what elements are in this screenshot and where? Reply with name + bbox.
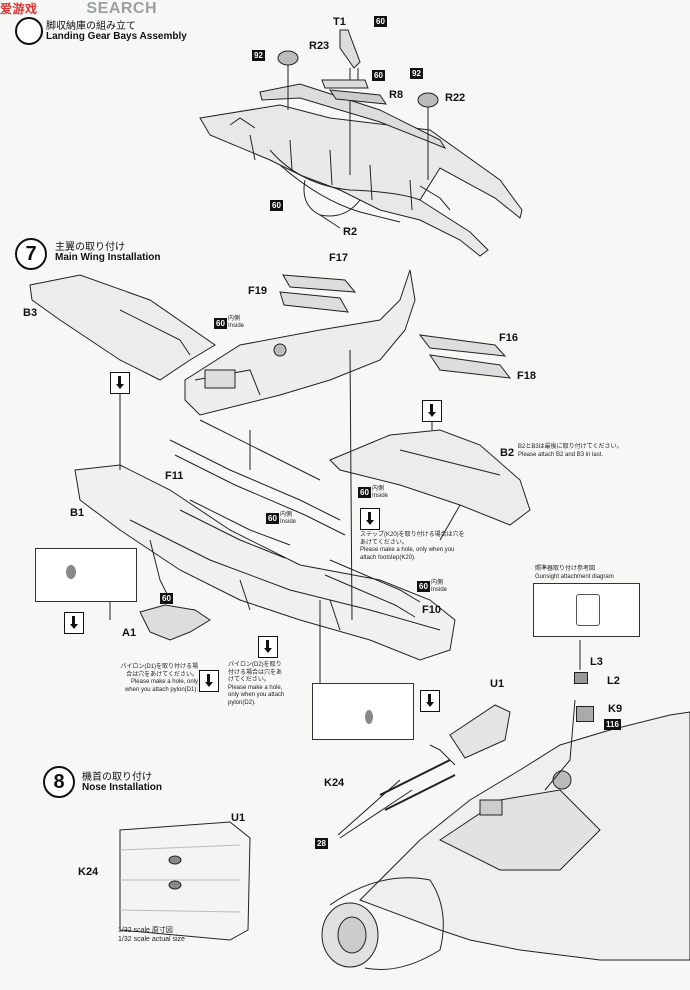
label-U1: U1: [231, 812, 246, 824]
gunsight-note-en: Gunsight attachment diagram: [535, 573, 614, 580]
label-U1: U1: [490, 678, 505, 690]
label-K9: K9: [608, 703, 623, 715]
pylon-detail-inset: [312, 683, 414, 740]
step8-number: 8: [43, 766, 75, 798]
step6-number: [15, 17, 43, 45]
inside-note-en: Inside: [280, 519, 297, 525]
d2-note-jp3: けてください。: [228, 677, 270, 683]
inside-note-en: Inside: [372, 493, 389, 499]
paint-code-92: 92: [410, 68, 423, 79]
step7-title-en: Main Wing Installation: [55, 252, 161, 263]
label-F19: F19: [248, 285, 267, 297]
paint-code-60: 60: [214, 318, 227, 329]
label-L2: L2: [607, 675, 620, 687]
paint-code-60: 60: [417, 581, 430, 592]
d2-note: パイロン(D2)を取り 付ける場合は穴をあ けてください。 Please mak…: [228, 662, 308, 707]
watermark: 爱游戏 SEARCH: [0, 0, 157, 18]
k20-note-en2: attach footstep(K20).: [360, 554, 416, 561]
drill-hole-icon: [199, 670, 219, 692]
d2-note-en3: pylon(D2).: [228, 699, 256, 706]
d1-note-en1: Please make a hole, only: [130, 679, 198, 685]
label-B1: B1: [70, 507, 85, 519]
step7-number: 7: [15, 238, 47, 270]
paint-code-60: 60: [160, 593, 173, 604]
paint-code-60: 60: [358, 487, 371, 498]
inside-note-jp: 内側: [228, 316, 241, 322]
inside-note-jp: 内側: [280, 512, 293, 518]
paint-code-116: 116: [604, 719, 621, 730]
drill-hole-icon: [360, 508, 380, 530]
paint-code-28: 28: [315, 838, 328, 849]
wing-detail-inset: [35, 548, 137, 602]
gunsight-inset: [533, 583, 640, 637]
k20-note: ステップ(K20)を取り付ける場合は穴を あけてください。 Please mak…: [360, 532, 470, 562]
paint-code-60: 60: [374, 16, 387, 27]
label-K24: K24: [78, 866, 99, 878]
gunsight-base-icon: [576, 706, 594, 722]
d1-note: パイロン(D1)を取り付ける場 合は穴をあけてください。 Please make…: [98, 664, 198, 694]
paint-code-60: 60: [372, 70, 385, 81]
b2-note-en: Please attach B2 and B3 in last.: [518, 451, 604, 458]
inside-note-en: Inside: [228, 323, 245, 329]
inside-note: 内側 Inside: [372, 486, 388, 500]
label-F18: F18: [517, 370, 536, 382]
step8-title-en: Nose Installation: [82, 782, 163, 793]
label-R22: R22: [445, 92, 466, 104]
inside-note: 内側 Inside: [228, 316, 244, 330]
gunsight-part-icon: [574, 672, 588, 684]
watermark-red-text: 爱游戏: [0, 2, 38, 16]
drill-hole-icon: [422, 400, 442, 422]
b2-note-jp: B2とB3は最後に取り付けてください。: [518, 444, 623, 450]
d2-note-jp1: パイロン(D2)を取り: [228, 662, 282, 668]
label-R2: R2: [343, 226, 358, 238]
d2-note-jp2: 付ける場合は穴をあ: [228, 669, 283, 676]
step6-title-en: Landing Gear Bays Assembly: [46, 31, 187, 42]
scale-note-jp: 1/32 scale 原寸図: [118, 927, 173, 934]
d1-note-jp1: パイロン(D1)を取り付ける場: [120, 664, 198, 670]
k20-note-en1: Please make a hole, only when you: [360, 547, 455, 553]
label-A1: A1: [122, 627, 137, 639]
label-R8: R8: [389, 89, 404, 101]
label-B3: B3: [23, 307, 38, 319]
label-L3: L3: [590, 656, 603, 668]
label-F10: F10: [422, 604, 441, 616]
label-K24: K24: [324, 777, 345, 789]
step8-title-jp: 機首の取り付け: [82, 772, 152, 783]
inside-note: 内側 Inside: [431, 580, 447, 594]
label-F11: F11: [165, 470, 184, 482]
d1-note-en2: when you attach pylon(D1).: [124, 686, 198, 693]
d2-note-en1: Please make a hole,: [228, 684, 283, 691]
inside-note-jp: 内側: [372, 486, 385, 492]
b2-note: B2とB3は最後に取り付けてください。 Please attach B2 and…: [518, 444, 668, 459]
label-F17: F17: [329, 252, 348, 264]
step7-title-jp: 主翼の取り付け: [55, 242, 125, 253]
drill-hole-icon: [64, 612, 84, 634]
scale-note: 1/32 scale 原寸図 1/32 scale actual size: [118, 926, 185, 944]
drill-hole-icon: [420, 690, 440, 712]
d2-note-en2: only when you attach: [228, 692, 285, 698]
drill-hole-icon: [110, 372, 130, 394]
gunsight-note: 照準器取り付け参考図 Gunsight attachment diagram: [535, 566, 645, 581]
label-T1: T1: [333, 16, 346, 28]
scale-note-en: 1/32 scale actual size: [118, 936, 185, 943]
step6-title-jp: 脚収納庫の組み立て: [46, 21, 136, 32]
inside-note: 内側 Inside: [280, 512, 296, 526]
label-B2: B2: [500, 447, 515, 459]
d1-note-jp2: 合は穴をあけてください。: [126, 671, 198, 678]
watermark-text: SEARCH: [86, 0, 158, 17]
label-R23: R23: [309, 40, 330, 52]
k20-note-jp2: あけてください。: [360, 539, 408, 546]
paint-code-60: 60: [270, 200, 283, 211]
inside-note-en: Inside: [431, 587, 448, 593]
paint-code-60: 60: [266, 513, 279, 524]
paint-code-92: 92: [252, 50, 265, 61]
inside-note-jp: 内側: [431, 580, 444, 586]
k20-note-jp1: ステップ(K20)を取り付ける場合は穴を: [360, 532, 465, 538]
label-F16: F16: [499, 332, 518, 344]
drill-hole-icon: [258, 636, 278, 658]
gunsight-note-jp: 照準器取り付け参考図: [535, 566, 596, 572]
